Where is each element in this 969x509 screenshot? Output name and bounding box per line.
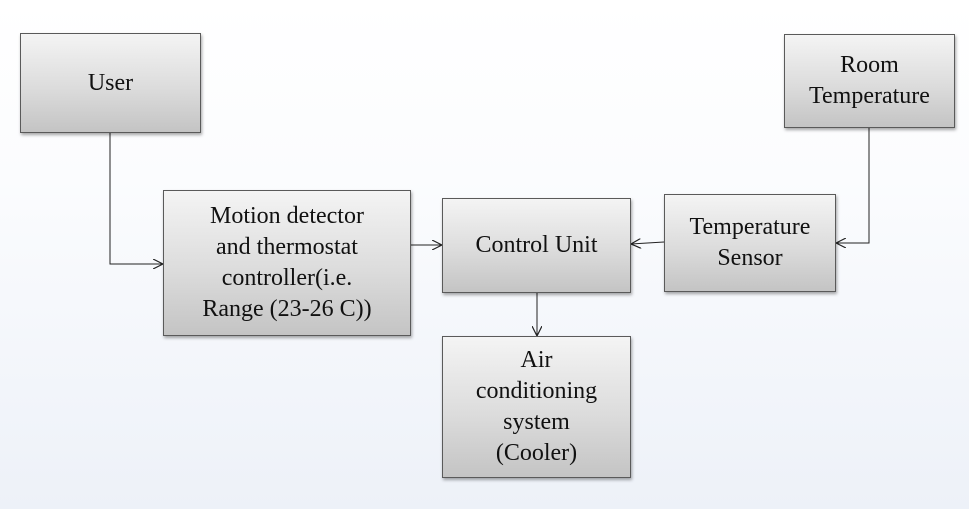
node-room-temperature: Room Temperature	[784, 34, 955, 128]
node-motion-detector-thermostat-controller: Motion detector and thermostat controlle…	[163, 190, 411, 336]
node-temperature-sensor: Temperature Sensor	[664, 194, 836, 292]
node-air-conditioning-system: Air conditioning system (Cooler)	[442, 336, 631, 478]
edge-user-to-motion-detector	[109, 133, 163, 264]
node-control-unit: Control Unit	[442, 198, 631, 293]
edge-temperature-sensor-to-control-unit	[631, 242, 665, 244]
node-user: User	[20, 33, 201, 133]
edge-room-temperature-to-temperature-sensor	[836, 128, 870, 243]
